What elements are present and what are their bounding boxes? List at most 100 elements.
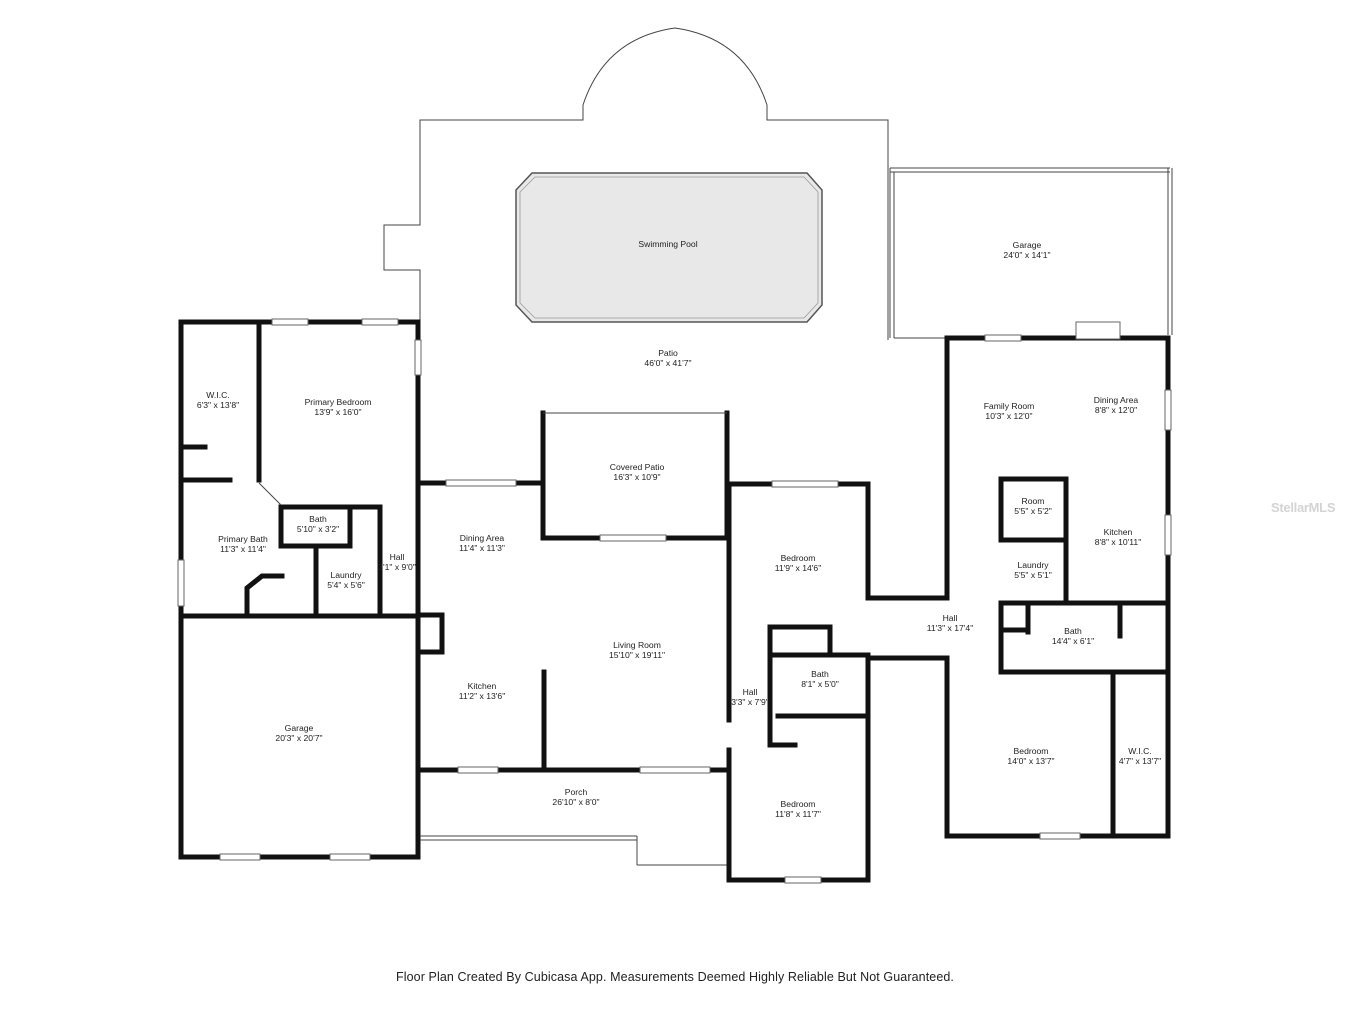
room-name: W.I.C. xyxy=(1128,746,1152,756)
room-name: Dining Area xyxy=(459,533,505,543)
room-name: Bath xyxy=(811,669,829,679)
room-name: Kitchen xyxy=(467,681,497,691)
room-small-room: Room 5'5" x 5'2" xyxy=(1014,496,1052,516)
room-garage-left: Garage 20'3" x 20'7" xyxy=(275,723,322,743)
entry-stoop xyxy=(1075,321,1121,340)
window xyxy=(599,534,667,542)
window xyxy=(1164,389,1172,431)
room-dimensions: 11'3" x 11'4" xyxy=(220,544,266,554)
room-bedroom-mid-1: Bedroom 11'9" x 14'6" xyxy=(775,553,822,573)
room-dimensions: 5'10" x 3'2" xyxy=(296,524,340,534)
footer-disclaimer: Floor Plan Created By Cubicasa App. Meas… xyxy=(396,970,954,984)
room-bedroom-mid-2: Bedroom 11'8" x 11'7" xyxy=(775,799,821,819)
window xyxy=(414,339,422,376)
room-family-room: Family Room 10'3" x 12'0" xyxy=(984,401,1035,421)
room-living-room: Living Room 15'10" x 19'11" xyxy=(609,640,665,660)
room-garage-right: Garage 24'0" x 14'1" xyxy=(1003,240,1050,260)
room-name: Laundry xyxy=(330,570,362,580)
window xyxy=(457,766,499,774)
room-dimensions: 8'8" x 10'11" xyxy=(1094,537,1142,547)
room-wic-right: W.I.C. 4'7" x 13'7" xyxy=(1119,746,1161,766)
room-dimensions: 13'9" x 16'0" xyxy=(314,407,362,417)
room-bedroom-right: Bedroom 14'0" x 13'7" xyxy=(1007,746,1054,766)
room-swimming-pool: Swimming Pool xyxy=(638,239,697,249)
room-bath-right: Bath 14'4" x 6'1" xyxy=(1052,626,1094,646)
room-dimensions: 5'4" x 5'6" xyxy=(327,580,365,590)
room-name: Dining Area xyxy=(1093,395,1139,405)
room-name: Covered Patio xyxy=(609,462,665,472)
room-bath-small: Bath 5'10" x 3'2" xyxy=(297,514,339,534)
window xyxy=(219,853,261,861)
window xyxy=(271,318,309,326)
room-name: Bath xyxy=(1064,626,1082,636)
room-dimensions: 8'1" x 5'0" xyxy=(801,679,839,689)
room-dimensions: 11'3" x 17'4" xyxy=(926,623,974,633)
room-dimensions: 3'3" x 7'9" xyxy=(731,697,769,707)
window xyxy=(177,559,185,607)
room-name: Kitchen xyxy=(1103,527,1133,537)
room-dimensions: 8'8" x 12'0" xyxy=(1094,405,1138,415)
room-porch: Porch 26'10" x 8'0" xyxy=(552,787,599,807)
room-patio: Patio 46'0" x 41'7" xyxy=(644,348,691,368)
room-name: Garage xyxy=(284,723,314,733)
room-laundry-right: Laundry 5'5" x 5'1" xyxy=(1014,560,1052,580)
room-name: Bedroom xyxy=(1013,746,1049,756)
porch-outline xyxy=(420,835,729,866)
room-hall-right: Hall 11'3" x 17'4" xyxy=(927,613,974,633)
room-name: Hall xyxy=(742,687,758,697)
room-hall-left: Hall 3'1" x 9'0" xyxy=(378,552,416,572)
room-kitchen-left: Kitchen 11'2" x 13'6" xyxy=(459,681,506,701)
room-dimensions: 11'9" x 14'6" xyxy=(774,563,822,573)
window xyxy=(329,853,371,861)
right-garage-outline xyxy=(889,167,1173,339)
room-name: Primary Bath xyxy=(218,534,268,544)
room-dimensions: 15'10" x 19'11" xyxy=(608,650,666,660)
window xyxy=(771,480,839,488)
room-name: Living Room xyxy=(613,640,661,650)
right-wing-walls xyxy=(865,335,1171,839)
middle-wing-walls xyxy=(726,481,871,883)
room-bath-mid: Bath 8'1" x 5'0" xyxy=(801,669,839,689)
swimming-pool xyxy=(515,172,823,323)
room-dimensions: 11'2" x 13'6" xyxy=(458,691,506,701)
room-name: Primary Bedroom xyxy=(304,397,372,407)
room-wic-left: W.I.C. 6'3" x 13'8" xyxy=(197,390,239,410)
room-dimensions: 11'4" x 11'3" xyxy=(459,543,505,553)
room-name: Hall xyxy=(942,613,958,623)
room-dimensions: 20'3" x 20'7" xyxy=(275,733,323,743)
window xyxy=(1039,832,1081,840)
room-dining-area-right: Dining Area 8'8" x 12'0" xyxy=(1094,395,1138,415)
window xyxy=(639,766,711,774)
room-dimensions: 46'0" x 41'7" xyxy=(644,358,692,368)
room-name: Family Room xyxy=(983,401,1035,411)
room-dimensions: 24'0" x 14'1" xyxy=(1003,250,1051,260)
room-covered-patio: Covered Patio 16'3" x 10'9" xyxy=(610,462,664,482)
room-dining-area-left: Dining Area 11'4" x 11'3" xyxy=(459,533,505,553)
room-primary-bedroom: Primary Bedroom 13'9" x 16'0" xyxy=(305,397,372,417)
room-dimensions: 5'5" x 5'2" xyxy=(1014,506,1052,516)
room-hall-mid: Hall 3'3" x 7'9" xyxy=(731,687,769,707)
window xyxy=(361,318,399,326)
room-name: Bedroom xyxy=(780,799,816,809)
room-name: Bedroom xyxy=(780,553,816,563)
room-name: Porch xyxy=(564,787,588,797)
room-dimensions: 16'3" x 10'9" xyxy=(613,472,661,482)
room-name: Bath xyxy=(309,514,327,524)
room-name: W.I.C. xyxy=(206,390,230,400)
room-laundry-left: Laundry 5'4" x 5'6" xyxy=(327,570,365,590)
room-dimensions: 10'3" x 12'0" xyxy=(985,411,1033,421)
swimming-pool-inner xyxy=(519,176,819,319)
room-name: Garage xyxy=(1012,240,1042,250)
window xyxy=(984,334,1022,342)
window xyxy=(784,876,822,884)
primary-bath-door-swing xyxy=(258,482,282,506)
left-wing-walls xyxy=(178,319,421,860)
room-dimensions: 26'10" x 8'0" xyxy=(552,797,600,807)
room-dimensions: 14'4" x 6'1" xyxy=(1051,636,1095,646)
room-name: Hall xyxy=(389,552,405,562)
room-dimensions: 5'5" x 5'1" xyxy=(1014,570,1052,580)
room-name: Room xyxy=(1021,496,1045,506)
room-dimensions: 3'1" x 9'0" xyxy=(378,562,416,572)
window xyxy=(445,479,517,487)
